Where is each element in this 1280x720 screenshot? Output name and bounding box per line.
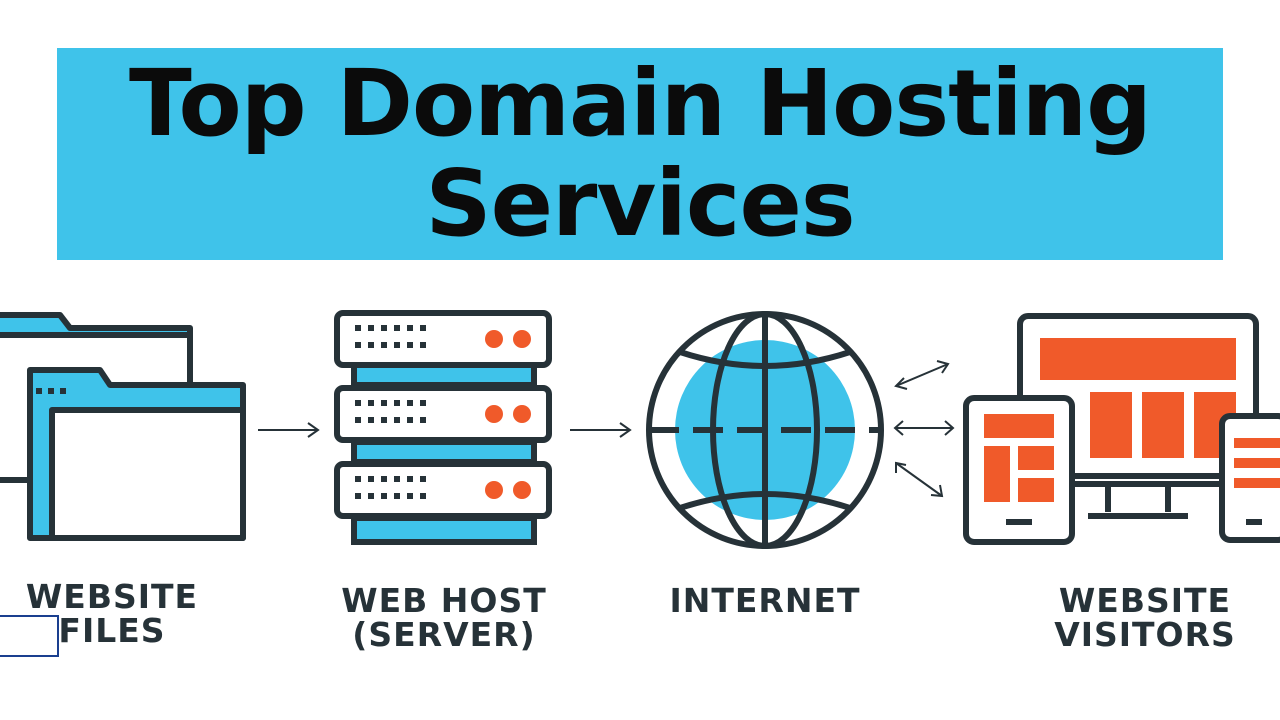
label-website-files: WEBSITE FILES xyxy=(12,580,212,648)
title-line-2: Services xyxy=(425,150,855,257)
label-website-visitors-line2: VISITORS xyxy=(1054,615,1236,654)
devices-icon xyxy=(963,313,1280,545)
server-icon xyxy=(334,310,552,545)
globe-icon xyxy=(638,303,892,557)
folder-icon xyxy=(0,312,246,541)
corner-box-decoration xyxy=(0,615,59,657)
title-banner: Top Domain Hosting Services xyxy=(57,48,1223,260)
title-line-1: Top Domain Hosting xyxy=(128,50,1152,157)
label-website-visitors: WEBSITE VISITORS xyxy=(1040,584,1250,652)
label-website-files-line1: WEBSITE xyxy=(25,577,199,616)
label-website-visitors-line1: WEBSITE xyxy=(1058,581,1232,620)
label-website-files-line2: FILES xyxy=(58,611,166,650)
arrow-right-icon xyxy=(258,422,320,438)
label-internet-line1: INTERNET xyxy=(669,581,861,620)
label-web-host: WEB HOST (SERVER) xyxy=(330,584,558,652)
double-arrow-icon xyxy=(893,360,955,498)
label-web-host-line1: WEB HOST xyxy=(341,581,547,620)
arrow-right-icon xyxy=(570,422,632,438)
label-web-host-line2: (SERVER) xyxy=(352,615,536,654)
label-internet: INTERNET xyxy=(655,584,875,618)
hosting-flow-diagram: WEBSITE FILES WEB HOST (SERVER) INTERNET… xyxy=(0,280,1280,720)
diagram-graphics xyxy=(0,303,1280,657)
